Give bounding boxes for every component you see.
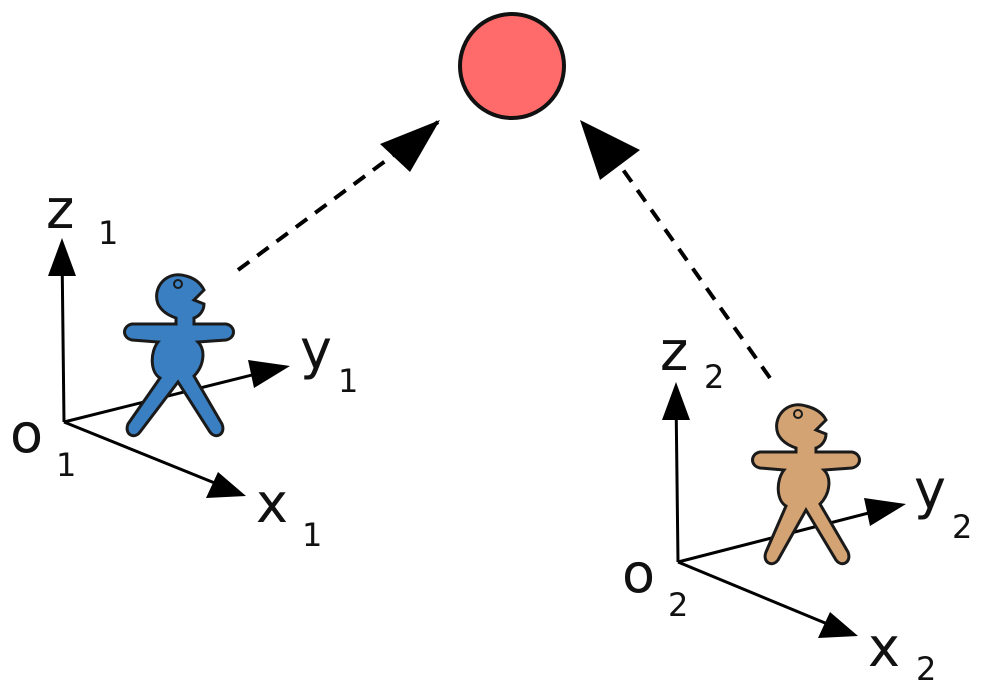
frame-2-y-label: y [914, 458, 946, 521]
frame-1-origin-label: o [10, 402, 43, 465]
observation-arrow-1 [236, 120, 440, 272]
frame-2-origin-label: o [622, 542, 655, 605]
frame-2-x-subscript: 2 [916, 650, 936, 688]
frame-1-y-label: y [300, 318, 332, 381]
frame-1-x-label: x [256, 472, 288, 535]
frame-2-origin-subscript: 2 [668, 586, 688, 624]
frame-2-z-subscript: 2 [704, 358, 724, 396]
person-2-icon [751, 403, 861, 566]
person-1-icon [123, 273, 235, 438]
frame-1-x-subscript: 1 [302, 516, 322, 554]
frame-2-z-label: z [660, 320, 688, 383]
observation-arrow-2 [593, 128, 772, 380]
frame-1-y-subscript: 1 [338, 362, 358, 400]
frame-1-z-subscript: 1 [98, 214, 118, 252]
frame-2-x-label: x [868, 616, 900, 679]
frame-1-origin-subscript: 1 [56, 446, 76, 484]
frame-1-z-label: z [46, 178, 74, 241]
frame-2-axes [662, 382, 906, 638]
observation-arrowhead-2 [580, 120, 640, 180]
frame-2-y-subscript: 2 [952, 508, 972, 546]
observation-arrowhead-1 [380, 120, 440, 172]
target-circle-icon [458, 12, 566, 120]
